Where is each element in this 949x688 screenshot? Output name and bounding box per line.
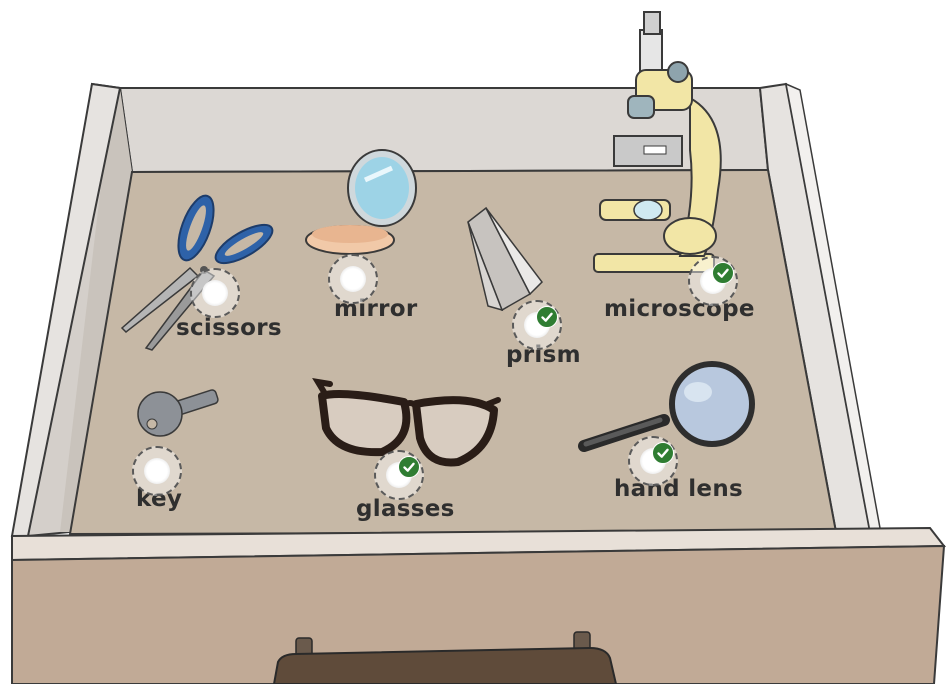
label-hand-lens: hand lens — [614, 476, 743, 502]
check-icon — [652, 442, 674, 464]
label-microscope: microscope — [604, 296, 755, 322]
check-icon — [536, 306, 558, 328]
label-glasses: glasses — [356, 496, 455, 522]
check-icon — [398, 456, 420, 478]
select-marker-prism[interactable] — [512, 300, 562, 350]
label-scissors: scissors — [176, 315, 282, 341]
select-marker-mirror[interactable] — [328, 254, 378, 304]
glasses-icon — [312, 377, 501, 467]
select-marker-microscope[interactable] — [688, 256, 738, 306]
unselected-dot-icon — [144, 458, 170, 484]
scissors-icon — [120, 194, 274, 351]
prism-icon — [467, 206, 543, 312]
select-marker-hand-lens[interactable] — [628, 436, 678, 486]
drawer-left-wall-inner — [60, 88, 132, 532]
hand-lens-icon — [578, 361, 755, 452]
select-marker-glasses[interactable] — [374, 450, 424, 500]
select-marker-scissors[interactable] — [190, 268, 240, 318]
microscope-icon — [593, 11, 722, 273]
mirror-icon — [305, 149, 417, 255]
unselected-dot-icon — [340, 266, 366, 292]
check-icon — [712, 262, 734, 284]
drawer-handle — [272, 646, 618, 685]
key-icon — [137, 389, 219, 437]
select-marker-key[interactable] — [132, 446, 182, 496]
unselected-dot-icon — [202, 280, 228, 306]
